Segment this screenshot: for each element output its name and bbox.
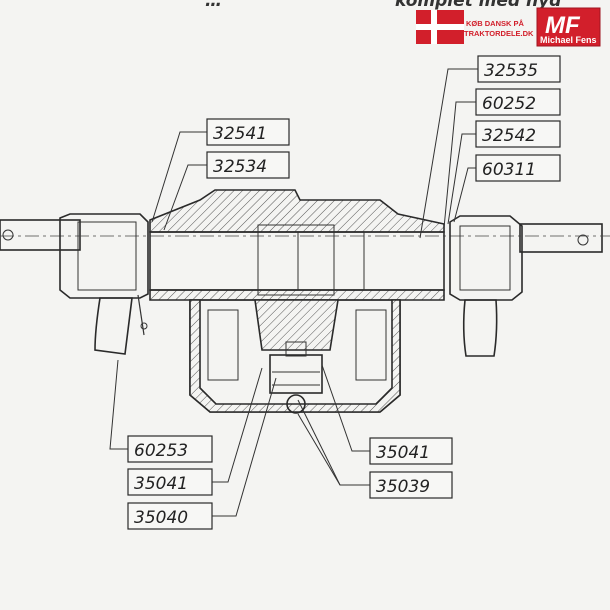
callout-label: 32534 (213, 157, 267, 177)
mf-name-text: Michael Fens (540, 35, 597, 45)
danish-flag-icon (416, 10, 464, 44)
callout-60253: 60253 (109, 359, 213, 463)
callout-60311: 60311 (453, 154, 561, 223)
callout-35041-left: 35041 (127, 367, 263, 496)
assembly-drawing (0, 189, 610, 414)
callout-35040: 35040 (127, 377, 277, 530)
callout-label: 60252 (482, 94, 536, 114)
callout-label: 32541 (213, 124, 267, 144)
callouts: 32535 60252 32541 32542 32534 (109, 55, 561, 530)
brand-text-1: KØB DANSK PÅ (466, 19, 525, 28)
callout-35041-right: 35041 (321, 364, 453, 465)
callout-32542: 32542 (447, 120, 561, 225)
callout-label: 60311 (482, 160, 536, 180)
callout-60252: 60252 (443, 88, 561, 229)
top-text-left: … (205, 0, 222, 11)
callout-label: 35039 (376, 477, 430, 497)
callout-32535: 32535 (419, 55, 561, 239)
callout-32541: 32541 (151, 118, 290, 223)
callout-35039: 35039 (297, 399, 453, 499)
callout-label: 60253 (134, 441, 188, 461)
mf-logo-text: MF (545, 12, 581, 39)
callout-label: 32535 (484, 61, 538, 81)
callout-label: 35041 (376, 443, 430, 463)
brand-text-2: TRAKTORDELE.DK (464, 29, 534, 38)
callout-label: 35040 (134, 508, 188, 528)
top-text-right: komplet med hyd (395, 0, 562, 11)
callout-label: 32542 (482, 126, 536, 146)
callout-32534: 32534 (163, 151, 290, 231)
callout-label: 35041 (134, 474, 188, 494)
brand-badge: KØB DANSK PÅ TRAKTORDELE.DK MF Michael F… (416, 7, 601, 47)
mf-logo: MF Michael Fens (536, 7, 601, 47)
